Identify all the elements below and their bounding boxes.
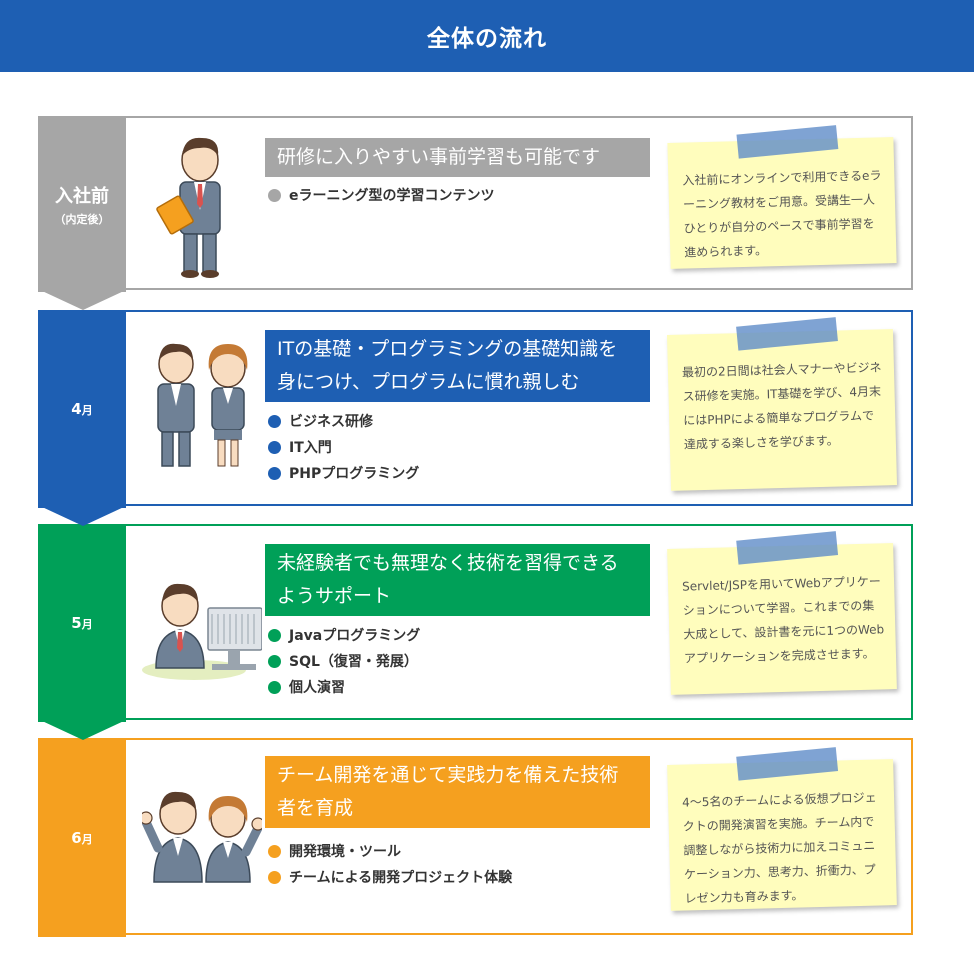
stage-title: 研修に入りやすい事前学習も可能です (265, 138, 650, 177)
page-header: 全体の流れ (0, 0, 974, 72)
stage-april: 4月 ITの基礎・プログラミングの基礎知識を 身につけ、プログラムに慣れ親しむ … (38, 310, 913, 526)
note-text: Servlet/JSPを用いてWebアプリケーションについて学習。これまでの集大… (681, 574, 885, 666)
stage-tab: 4月 (38, 310, 126, 508)
stage-tab: 入社前 （内定後） (38, 116, 126, 292)
businessman-with-folder-icon (156, 137, 221, 278)
tape-icon (736, 747, 839, 781)
bullet-icon (268, 680, 281, 694)
stage-label: 5月 (71, 614, 93, 632)
list-item: 個人演習 (268, 674, 420, 700)
list-item: チームによる開発プロジェクト体験 (268, 864, 512, 890)
bullet-icon (268, 628, 281, 642)
tape-icon (736, 531, 839, 565)
sticky-note: 4～5名のチームによる仮想プロジェクトの開発演習を実施。チーム内で調整しながら技… (667, 747, 897, 911)
stage-tab: 5月 (38, 524, 126, 722)
list-item: IT入門 (268, 434, 419, 460)
man-at-computer-icon (142, 583, 262, 680)
sticky-note: 最初の2日間は社会人マナーやビジネス研修を実施。IT基礎を学び、4月末にはPHP… (666, 317, 898, 491)
stage-pre-entry: 入社前 （内定後） 研修に入りやすい事前学習も可能です eラーニング型の学習コン… (38, 116, 913, 310)
stage-label: 入社前 (55, 185, 109, 207)
flow-arrow-icon (40, 720, 126, 740)
stage-label: 6月 (71, 828, 93, 847)
bullet-icon (268, 870, 281, 884)
tape-icon (736, 317, 838, 351)
flow-arrow-icon (40, 290, 126, 310)
stage-tab: 6月 (38, 738, 126, 937)
bullet-icon (268, 466, 281, 480)
bullet-icon (268, 654, 281, 668)
sticky-note: Servlet/JSPを用いてWebアプリケーションについて学習。これまでの集大… (667, 531, 897, 695)
tape-icon (736, 125, 839, 159)
stage-item-list: 開発環境・ツール チームによる開発プロジェクト体験 (268, 838, 512, 890)
stage-label: 4月 (71, 400, 93, 418)
bullet-icon (268, 414, 281, 428)
list-item: PHPプログラミング (268, 460, 419, 486)
page-title: 全体の流れ (427, 26, 547, 52)
bullet-icon (268, 188, 281, 202)
stage-item-list: eラーニング型の学習コンテンツ (268, 182, 495, 208)
note-text: 入社前にオンラインで利用できるeラーニング教材をご用意。受講生一人ひとりが自分の… (682, 168, 882, 260)
stage-title: 未経験者でも無理なく技術を習得できる ようサポート (265, 544, 650, 616)
business-pair-cheering-icon (142, 791, 262, 883)
sticky-note: 入社前にオンラインで利用できるeラーニング教材をご用意。受講生一人ひとりが自分の… (667, 125, 897, 269)
list-item: Javaプログラミング (268, 622, 420, 648)
stage-june: 6月 チーム開発を通じて実践力を備えた技術 者を育成 開発環境・ツール チームに… (38, 738, 913, 937)
stage-title: ITの基礎・プログラミングの基礎知識を 身につけ、プログラムに慣れ親しむ (265, 330, 650, 402)
note-text: 4～5名のチームによる仮想プロジェクトの開発演習を実施。チーム内で調整しながら技… (681, 790, 877, 906)
list-item: ビジネス研修 (268, 408, 419, 434)
stage-may: 5月 未経験者でも無理なく技術を習得できる ようサポート Javaプログラミング… (38, 524, 913, 740)
list-item: SQL（復習・発展） (268, 648, 420, 674)
stage-item-list: Javaプログラミング SQL（復習・発展） 個人演習 (268, 622, 420, 700)
stage-title: チーム開発を通じて実践力を備えた技術 者を育成 (265, 756, 650, 828)
stage-sublabel: （内定後） (54, 212, 110, 226)
business-pair-bowing-icon (157, 343, 248, 467)
list-item: 開発環境・ツール (268, 838, 512, 864)
bullet-icon (268, 844, 281, 858)
flow-arrow-icon (40, 506, 126, 526)
list-item: eラーニング型の学習コンテンツ (268, 182, 495, 208)
stage-item-list: ビジネス研修 IT入門 PHPプログラミング (268, 408, 419, 486)
note-text: 最初の2日間は社会人マナーやビジネス研修を実施。IT基礎を学び、4月末にはPHP… (681, 360, 882, 452)
bullet-icon (268, 440, 281, 454)
